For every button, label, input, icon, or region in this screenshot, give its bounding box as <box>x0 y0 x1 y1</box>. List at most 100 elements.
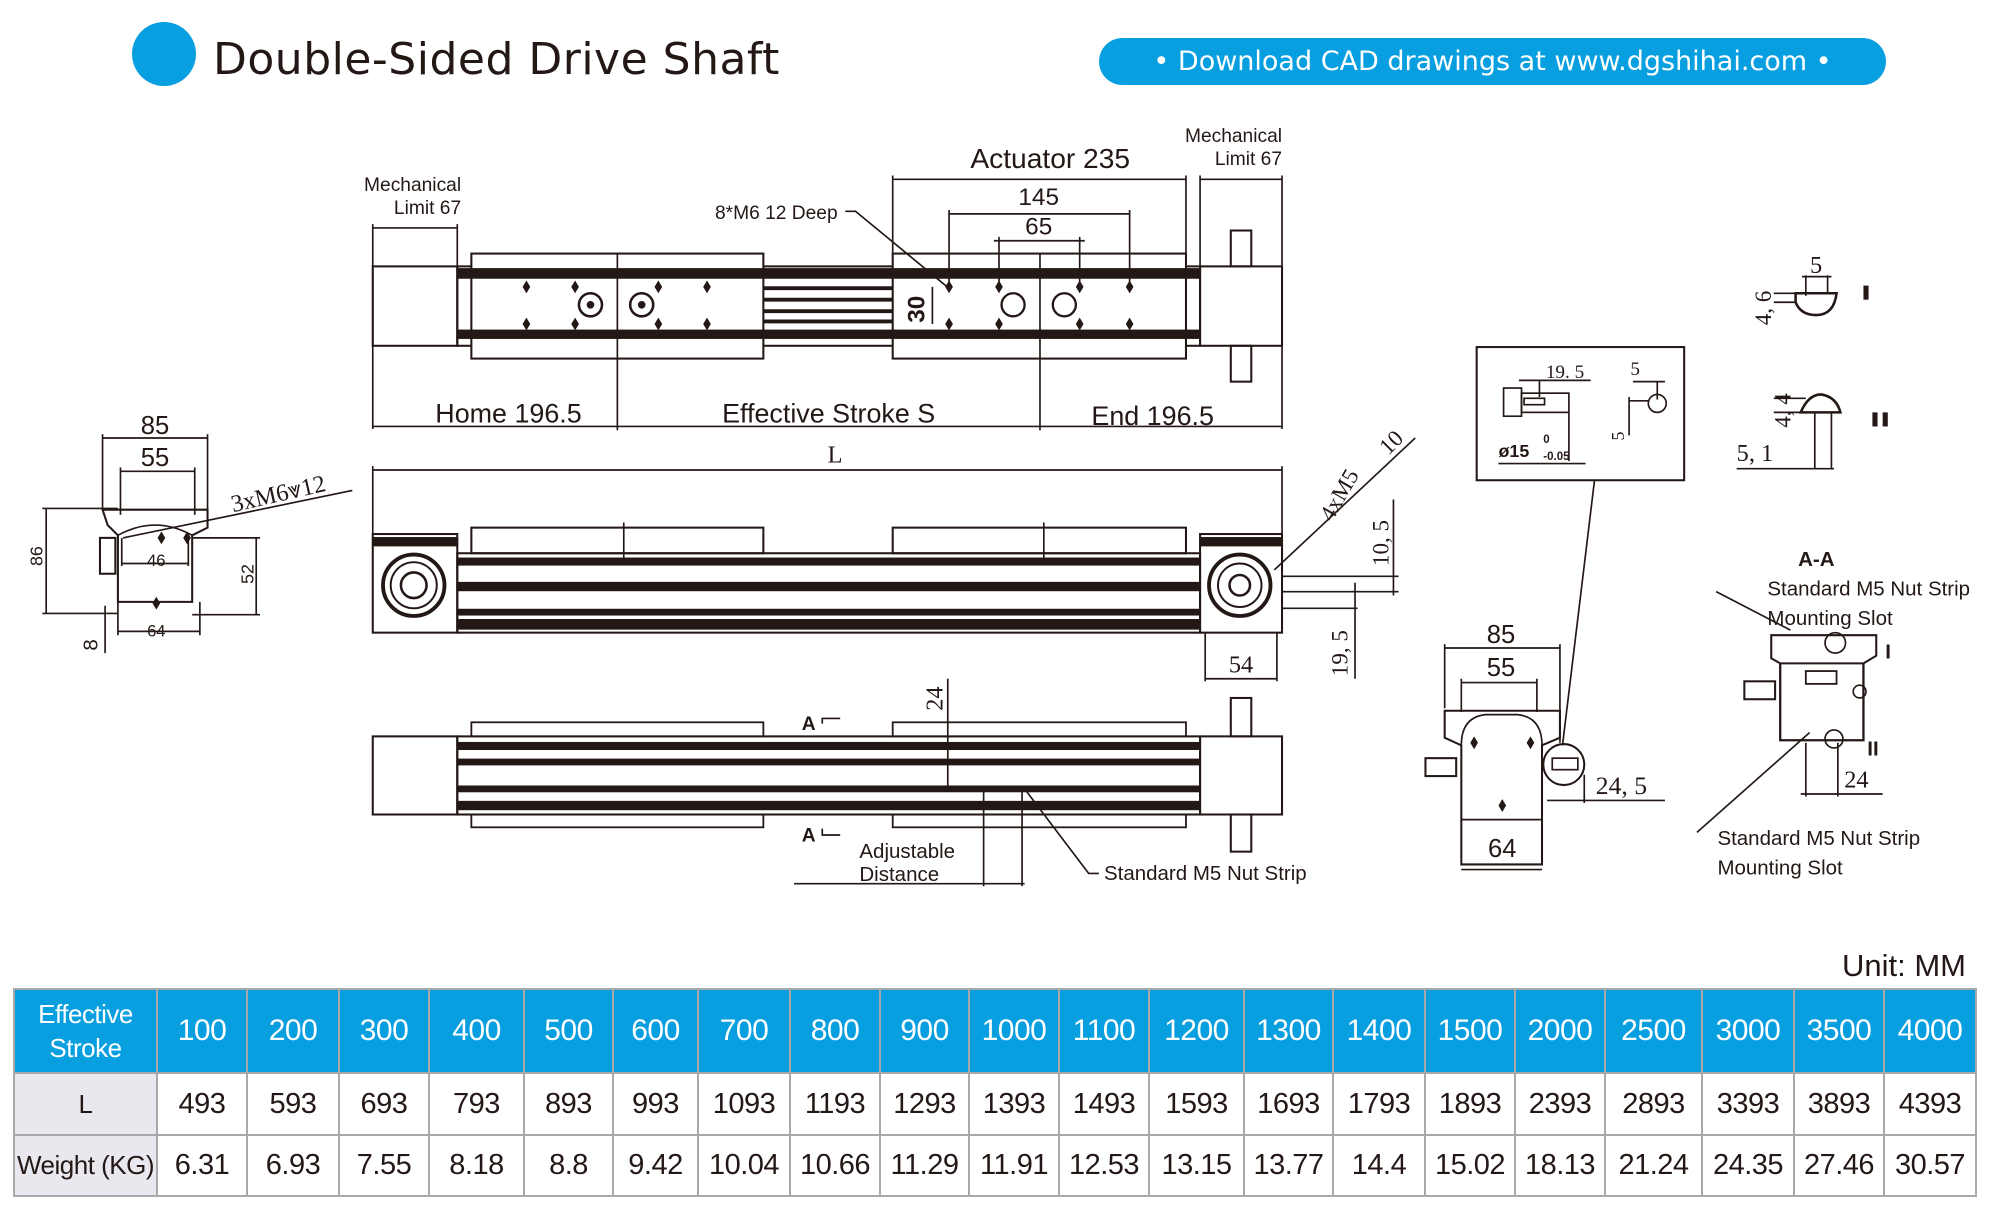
length-cell: 793 <box>428 1072 525 1136</box>
section-mark-bottom: A <box>802 825 816 846</box>
dim-145: 145 <box>1018 184 1059 211</box>
side-view: L 4xM5 10 10, 5 19, 5 54 <box>371 425 1416 682</box>
holes-note: 8*M6 12 Deep <box>715 203 838 224</box>
mech-limit-left-label: Mechanical <box>364 175 461 196</box>
nut-strip-label: Standard M5 Nut Strip <box>1104 862 1307 885</box>
end-label: End 196.5 <box>1091 401 1214 431</box>
weight-cell: 10.04 <box>697 1134 791 1197</box>
dim-86: 86 <box>26 546 46 566</box>
bottom-view: A A 24 Adjustable Distance Standard M5 N… <box>371 678 1307 887</box>
weight-cell: 14.4 <box>1332 1134 1426 1197</box>
profile-i-height: 4, 6 <box>1750 291 1776 326</box>
weight-row-header: Weight (KG) <box>13 1134 158 1197</box>
actuator-length-label: Actuator 235 <box>970 142 1130 174</box>
length-cell: 4393 <box>1883 1072 1977 1136</box>
section-label-i: I <box>1885 640 1891 663</box>
page-title: Double-Sided Drive Shaft <box>213 34 780 85</box>
detail-dim-5a: 5 <box>1630 359 1640 380</box>
holes-note-end: 3xM6⩔12 <box>228 470 328 518</box>
stroke-cell: 1500 <box>1424 988 1516 1074</box>
stroke-cell: 4000 <box>1883 988 1977 1074</box>
download-cad-banner[interactable]: • Download CAD drawings at www.dgshihai.… <box>1099 38 1886 85</box>
length-cell: 1293 <box>879 1072 970 1136</box>
end-dim-85: 85 <box>1487 621 1516 649</box>
weight-cell: 30.57 <box>1883 1134 1977 1197</box>
stroke-cell: 1000 <box>968 988 1060 1074</box>
length-cell: 1393 <box>968 1072 1060 1136</box>
dim-85: 85 <box>141 412 170 440</box>
title-bullet-icon <box>132 22 196 86</box>
slot-top-label-1: Standard M5 Nut Strip <box>1767 578 1970 601</box>
mech-limit-left-value: Limit 67 <box>394 198 461 219</box>
section-aa: A-A Standard M5 Nut Strip Mounting Slot … <box>1696 548 1970 880</box>
detail-tol-lower: -0.05 <box>1543 451 1570 463</box>
shaft-detail-inset: 19. 5 5 5 ø15 0 -0.05 <box>1475 346 1686 746</box>
dim-8: 8 <box>79 639 102 650</box>
length-cell: 493 <box>156 1072 248 1136</box>
left-end-view: 85 55 86 46 52 64 8 3xM6⩔12 <box>26 412 353 654</box>
weight-cell: 18.13 <box>1514 1134 1606 1197</box>
stroke-cell: 2500 <box>1604 988 1703 1074</box>
length-cell: 1593 <box>1148 1072 1245 1136</box>
right-end-view: 85 55 24, 5 64 <box>1424 621 1665 871</box>
dim-52: 52 <box>238 564 258 584</box>
length-cell: 993 <box>612 1072 699 1136</box>
distance-label: Distance <box>859 863 939 886</box>
length-cell: 1093 <box>697 1072 791 1136</box>
stroke-cell: 800 <box>789 988 881 1074</box>
stroke-cell: 400 <box>428 988 525 1074</box>
stroke-cell: 900 <box>879 988 970 1074</box>
section-mark-top: A <box>802 714 816 735</box>
weight-cell: 24.35 <box>1701 1134 1795 1197</box>
end-dim-55: 55 <box>1487 654 1516 682</box>
weight-cell: 11.29 <box>879 1134 970 1197</box>
profile-details: 5 4, 6 4, 4 5, 1 <box>1736 252 1888 470</box>
dim-19-5: 19, 5 <box>1326 630 1352 676</box>
stroke-header-line2: Stroke <box>49 1033 122 1063</box>
weight-cell: 6.93 <box>246 1134 340 1197</box>
dim-64: 64 <box>147 621 166 640</box>
stroke-cell: 1300 <box>1243 988 1334 1074</box>
weight-cell: 21.24 <box>1604 1134 1703 1197</box>
weight-cell: 15.02 <box>1424 1134 1516 1197</box>
thread-depth: 10 <box>1373 425 1408 460</box>
weight-cell: 13.15 <box>1148 1134 1245 1197</box>
length-cell: 693 <box>338 1072 430 1136</box>
length-cell: 893 <box>523 1072 614 1136</box>
length-cell: 1693 <box>1243 1072 1334 1136</box>
length-cell: 1893 <box>1424 1072 1516 1136</box>
section-label-ii: II <box>1867 738 1878 761</box>
dim-46: 46 <box>147 551 166 570</box>
stroke-cell: 1100 <box>1058 988 1150 1074</box>
dim-30: 30 <box>904 296 931 323</box>
stroke-cell: 3500 <box>1793 988 1885 1074</box>
dim-65: 65 <box>1025 213 1052 240</box>
mech-limit-right-value: Limit 67 <box>1215 149 1282 170</box>
stroke-header-line1: Effective <box>38 999 133 1029</box>
stroke-label: Effective Stroke S <box>722 399 935 429</box>
stroke-cell: 200 <box>246 988 340 1074</box>
length-row-header: L <box>13 1072 158 1136</box>
dim-54: 54 <box>1229 651 1253 678</box>
mech-limit-right-label: Mechanical <box>1185 126 1282 147</box>
thread-note: 4xM5 <box>1314 464 1364 525</box>
length-cell: 3893 <box>1793 1072 1885 1136</box>
weight-cell: 7.55 <box>338 1134 430 1197</box>
unit-label: Unit: MM <box>1842 948 1966 983</box>
detail-dim-5b: 5 <box>1608 432 1628 441</box>
dim-55: 55 <box>141 444 170 472</box>
slot-top-label-2: Mounting Slot <box>1767 607 1893 630</box>
profile-i-width: 5 <box>1810 252 1822 279</box>
adjustable-label: Adjustable <box>859 840 955 863</box>
weight-cell: 9.42 <box>612 1134 699 1197</box>
home-label: Home 196.5 <box>435 399 581 429</box>
weight-cell: 11.91 <box>968 1134 1060 1197</box>
weight-cell: 10.66 <box>789 1134 881 1197</box>
length-cell: 1193 <box>789 1072 881 1136</box>
length-cell: 593 <box>246 1072 340 1136</box>
